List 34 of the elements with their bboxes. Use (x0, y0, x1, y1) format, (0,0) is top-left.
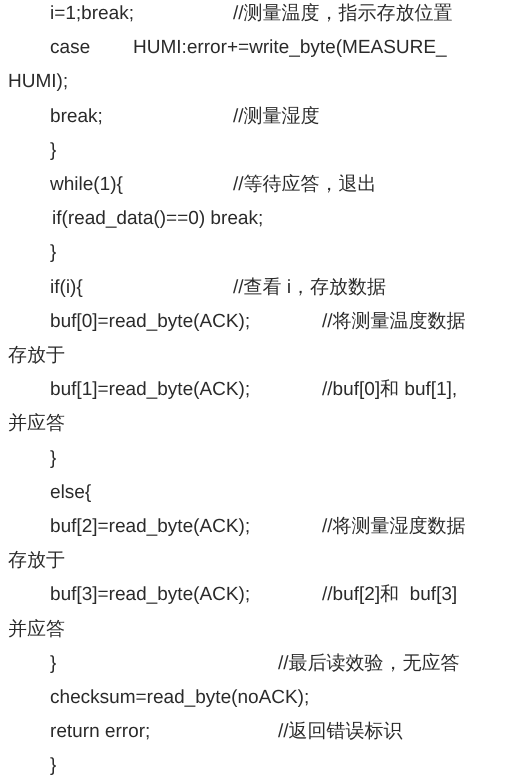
code-comment: 并应答 (8, 412, 65, 436)
code-line: buf[1]=read_byte(ACK); (50, 378, 250, 402)
code-comment: //测量温度，指示存放位置 (233, 2, 453, 26)
code-line: if(read_data()==0) break; (52, 207, 264, 232)
code-line: HUMI:error+=write_byte(MEASURE_ (133, 36, 447, 60)
code-line: buf[2]=read_byte(ACK); (50, 515, 250, 539)
code-line: else{ (50, 480, 92, 505)
code-line: return error; (50, 720, 150, 744)
code-line: checksum=read_byte(noACK); (50, 686, 310, 710)
code-comment: 存放于 (8, 344, 65, 368)
code-line: } (50, 241, 56, 266)
code-comment: //将测量湿度数据 (322, 515, 466, 539)
code-comment: 并应答 (8, 618, 65, 642)
code-line: HUMI); (8, 70, 68, 94)
code-line: buf[0]=read_byte(ACK); (50, 310, 250, 334)
code-line: case (50, 36, 90, 60)
code-comment: //查看 i，存放数据 (233, 276, 386, 300)
code-comment: //测量湿度 (233, 104, 320, 129)
code-line: } (50, 754, 56, 778)
code-line: } (50, 652, 56, 676)
code-comment: //buf[0]和 buf[1], (322, 378, 458, 402)
code-comment: //将测量温度数据 (322, 310, 466, 334)
code-comment: //返回错误标识 (278, 720, 403, 744)
code-comment: 存放于 (8, 549, 65, 574)
code-line: } (50, 138, 56, 163)
code-comment: //buf[2]和 buf[3] (322, 583, 458, 608)
code-line: while(1){ (50, 173, 123, 197)
code-line: break; (50, 104, 103, 129)
code-line: } (50, 446, 56, 471)
code-comment: //等待应答，退出 (233, 173, 377, 197)
code-line: i=1;break; (50, 2, 134, 26)
code-line: if(i){ (50, 276, 83, 300)
code-comment: //最后读效验，无应答 (278, 652, 460, 676)
code-line: buf[3]=read_byte(ACK); (50, 583, 250, 608)
